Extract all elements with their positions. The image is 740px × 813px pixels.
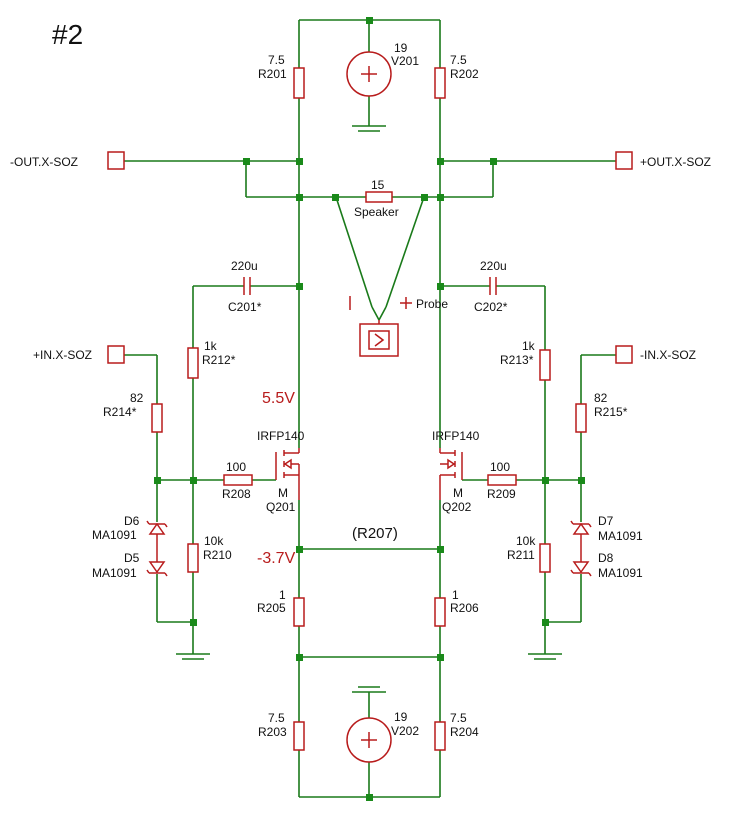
r213-ref: R213*: [500, 353, 534, 367]
zener-diode-d6: [146, 520, 168, 562]
resistor-r211: [539, 543, 551, 573]
r210-value: 10k: [204, 534, 224, 548]
c201-ref: C201*: [228, 300, 262, 314]
r204-ref: R204: [450, 725, 479, 739]
resistor-r204: [434, 721, 446, 751]
r212-ref: R212*: [202, 353, 236, 367]
port-out-minus-label: -OUT.X-SOZ: [10, 155, 78, 169]
r201-ref: R201: [258, 67, 287, 81]
r210-ref: R210: [203, 548, 232, 562]
r205-value: 1: [279, 588, 286, 602]
zener-diode-d7: [570, 520, 592, 562]
r206-value: 1: [452, 588, 459, 602]
d7-ref: D7: [598, 514, 614, 528]
resistor-r214: [151, 403, 163, 433]
d7-part: MA1091: [598, 529, 643, 543]
d8-part: MA1091: [598, 566, 643, 580]
resistor-r210: [187, 543, 199, 573]
r211-ref: R211: [507, 548, 535, 562]
v201-value: 19: [394, 41, 408, 55]
c202-value: 220u: [480, 259, 507, 273]
resistor-r206: [434, 597, 446, 627]
q201-ref: Q201: [266, 500, 296, 514]
capacitor-c201: [243, 277, 251, 295]
r214-ref: R214*: [103, 405, 137, 419]
r207-ref: (R207): [352, 525, 398, 542]
q202-part: IRFP140: [432, 429, 480, 443]
voltage-source-v201: [346, 51, 392, 97]
r203-value: 7.5: [268, 711, 285, 725]
c202-ref: C202*: [474, 300, 508, 314]
voltage-reading-low: -3.7V: [257, 550, 296, 567]
resistor-r208: [223, 474, 253, 486]
d6-ref: D6: [124, 514, 140, 528]
resistor-r202: [434, 67, 446, 99]
q201-type-mark: M: [278, 486, 288, 500]
r208-value: 100: [226, 460, 246, 474]
d6-part: MA1091: [92, 528, 137, 542]
mosfet-q201: [275, 448, 300, 500]
d8-ref: D8: [598, 551, 614, 565]
r212-value: 1k: [204, 339, 218, 353]
resistor-r209: [487, 474, 517, 486]
r211-value: 10k: [516, 534, 536, 548]
ground-symbol-bottom: [352, 686, 386, 693]
port-out-plus: [615, 151, 633, 170]
r203-ref: R203: [258, 725, 287, 739]
resistor-speaker: [365, 191, 393, 203]
resistor-r212: [187, 347, 199, 379]
v202-value: 19: [394, 710, 408, 724]
r209-value: 100: [490, 460, 510, 474]
r205-ref: R205: [257, 601, 286, 615]
voltage-source-v202: [346, 717, 392, 763]
resistor-r201: [293, 67, 305, 99]
r202-value: 7.5: [450, 53, 467, 67]
port-in-plus: [107, 345, 125, 364]
v201-ref: V201: [391, 54, 419, 68]
speaker-ref: Speaker: [354, 205, 399, 219]
r201-value: 7.5: [268, 53, 285, 67]
wires: [124, 19, 616, 798]
r213-value: 1k: [522, 339, 536, 353]
r215-value: 82: [594, 391, 608, 405]
r214-value: 82: [130, 391, 144, 405]
port-out-plus-label: +OUT.X-SOZ: [640, 155, 711, 169]
d5-ref: D5: [124, 551, 140, 565]
capacitor-c202: [489, 277, 497, 295]
probe-label: Probe: [416, 297, 448, 311]
zener-diode-d5: [146, 561, 168, 577]
r204-value: 7.5: [450, 711, 467, 725]
resistor-r203: [293, 721, 305, 751]
probe-meter: [349, 296, 412, 357]
page-title: #2: [52, 19, 83, 50]
q201-part: IRFP140: [257, 429, 305, 443]
r206-ref: R206: [450, 601, 479, 615]
resistor-r205: [293, 597, 305, 627]
r215-ref: R215*: [594, 405, 628, 419]
r208-ref: R208: [222, 487, 251, 501]
v202-ref: V202: [391, 724, 419, 738]
voltage-reading-high: 5.5V: [262, 390, 295, 407]
resistor-r213: [539, 349, 551, 381]
ground-symbol-top: [352, 125, 386, 132]
mosfet-q202: [439, 448, 463, 500]
c201-value: 220u: [231, 259, 258, 273]
port-in-minus-label: -IN.X-SOZ: [640, 348, 696, 362]
ground-symbol-right: [528, 653, 562, 660]
port-in-minus: [615, 345, 633, 364]
r202-ref: R202: [450, 67, 479, 81]
r209-ref: R209: [487, 487, 516, 501]
junction-dots: [154, 17, 585, 801]
zener-diode-d8: [570, 561, 592, 577]
d5-part: MA1091: [92, 566, 137, 580]
resistor-r215: [575, 403, 587, 433]
q202-type-mark: M: [453, 486, 463, 500]
q202-ref: Q202: [442, 500, 472, 514]
ground-symbol-left: [176, 653, 210, 660]
speaker-value: 15: [371, 178, 385, 192]
port-out-minus: [107, 151, 125, 170]
port-in-plus-label: +IN.X-SOZ: [33, 348, 92, 362]
